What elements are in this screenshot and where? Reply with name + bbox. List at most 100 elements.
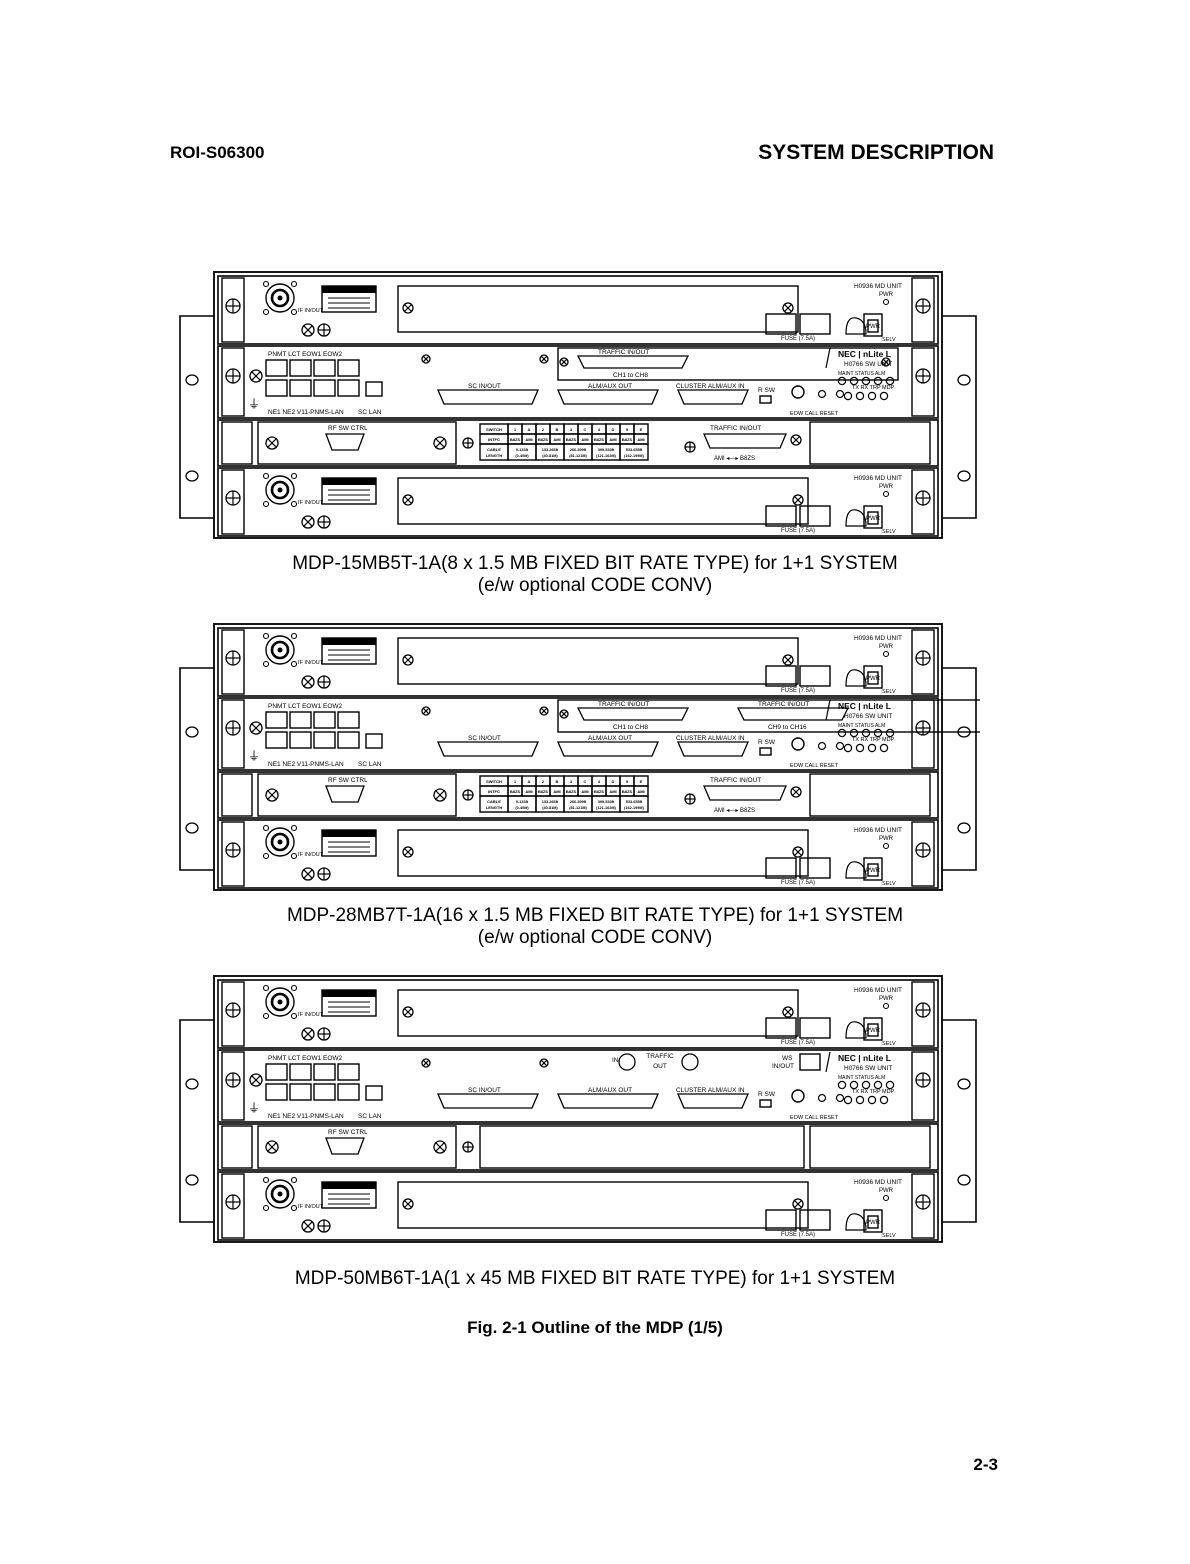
right-handle [911, 629, 935, 695]
cluster-alm-aux-in-label: CLUSTER ALM/AUX IN [676, 383, 745, 390]
status-led-row [837, 376, 895, 386]
ne-ports-label: NE1 NE2 V11-PNMS-LAN [268, 761, 344, 768]
left-handle [221, 981, 245, 1047]
pwr-switch-label: PWR [866, 868, 881, 874]
code-conv-switch-icon [684, 793, 696, 805]
cluster-alm-aux-in-label: CLUSTER ALM/AUX IN [676, 1087, 745, 1094]
right-handle [911, 1173, 935, 1239]
selv-label: SELV [882, 881, 896, 887]
table-cell-text: D [612, 427, 615, 432]
traffic-out-connector-icon [681, 1053, 699, 1071]
pwr-led-icon [882, 490, 890, 498]
caption-1-line2: (e/w optional CODE CONV) [477, 575, 713, 596]
power-connector-inner [867, 1023, 879, 1037]
mount-screw-icon [225, 1194, 241, 1210]
table-cell-text: 5 [626, 427, 629, 432]
fuse-holder [799, 857, 831, 879]
sc-in-out-connector [437, 1093, 539, 1109]
cross-screw-icon [402, 1006, 414, 1018]
selv-label: SELV [882, 337, 896, 343]
call-button-icon [817, 389, 827, 399]
alm-aux-out-label: ALM/AUX OUT [588, 1087, 632, 1094]
pwr-switch-label: PWR [866, 324, 881, 330]
out-label: OUT [653, 1063, 667, 1070]
table-cell-text: LENGTH [486, 453, 503, 458]
md-unit-frame [217, 467, 939, 537]
rf-sw-ctrl-label: RF SW CTRL [328, 425, 368, 432]
table-cell [619, 795, 649, 813]
rj45-port-icon [265, 731, 288, 749]
call-button-icon [817, 741, 827, 751]
warning-label: WARNING [336, 1184, 363, 1190]
rf-panel-frame [217, 771, 939, 819]
if-in-out-label: IF IN/OUT [298, 1204, 324, 1210]
cross-screw-icon [265, 436, 279, 450]
table-cell-text: 0-133ft [516, 448, 529, 452]
fuse-label: FUSE (7.5A) [781, 528, 815, 534]
power-connector-inner [867, 511, 879, 525]
table-cell-text: (162-199M) [624, 454, 644, 458]
right-handle [911, 347, 935, 417]
warning-label: WARNING [336, 640, 363, 646]
ground-icon: ⏚ [248, 1101, 260, 1115]
header-doc-id: ROI-S06300 [170, 143, 265, 162]
mount-screw-icon [225, 650, 241, 666]
mount-screw-icon [225, 368, 241, 384]
table-cell [619, 443, 649, 461]
table-cell-text: AMI [609, 437, 616, 442]
cross-screw-icon [433, 788, 447, 802]
table-cell-text: CABLE [487, 799, 501, 804]
if-in-out-label: IF IN/OUT [298, 852, 324, 858]
table-cell-text: (0-40M) [515, 454, 529, 458]
table-cell-text: 399-533ft [598, 800, 615, 804]
md-unit-frame [217, 819, 939, 889]
table-cell-text: 3 [570, 427, 573, 432]
pnmt-ports-label: PNMT LCT EOW1 EOW2 [268, 351, 343, 358]
sc-lan-label: SC LAN [358, 761, 382, 768]
rj45-port-icon [313, 1083, 336, 1101]
sc-in-out-connector [437, 389, 539, 405]
blank-plate [397, 829, 809, 877]
rack-mount-hole-icon [185, 822, 199, 834]
traffic-connector-code-conv [703, 433, 787, 449]
rj45-port-icon [337, 731, 360, 749]
traffic-in-connector-icon [618, 1053, 636, 1071]
right-handle [911, 981, 935, 1047]
rack-mount-hole-icon [185, 374, 199, 386]
eow-jack-icon [791, 1089, 805, 1103]
alm-aux-out-connector [557, 389, 659, 405]
table-cell-text: SWITCH [486, 427, 502, 432]
table-cell-text: (121-162M) [596, 806, 616, 810]
alarm-led-row [843, 1095, 889, 1105]
table-cell-text: 2 [542, 427, 545, 432]
board-screw-icon [462, 1141, 474, 1153]
call-button-icon [817, 1093, 827, 1103]
power-connector [863, 1017, 883, 1041]
maint-status-alm-label: MAINT STATUS ALM [838, 1075, 885, 1081]
code-conv-switch-icon [684, 441, 696, 453]
blank-board [479, 1125, 805, 1169]
selv-label: SELV [882, 689, 896, 695]
rf-sw-ctrl-label: RF SW CTRL [328, 777, 368, 784]
mount-screw-icon [915, 1002, 931, 1018]
mount-screw-icon [915, 842, 931, 858]
rf-panel-frame [217, 419, 939, 467]
md-unit-label: H0936 MD UNIT [854, 987, 902, 994]
rf-sw-ctrl-label: RF SW CTRL [328, 1129, 368, 1136]
fuse-holder [799, 1017, 831, 1039]
ami-b8zs-label: AMI ◂—▸ B8ZS [714, 808, 755, 814]
nec-brand-label: NEC | nLite L [838, 1053, 891, 1063]
sw-unit-frame [217, 697, 939, 771]
left-handle [221, 1051, 245, 1121]
rj45-port-icon [289, 359, 312, 377]
table-cell-text: LENGTH [486, 805, 503, 810]
table-cell-text: 266-399ft [570, 800, 587, 804]
cross-screw-icon [792, 494, 804, 506]
mount-screw-icon [225, 842, 241, 858]
